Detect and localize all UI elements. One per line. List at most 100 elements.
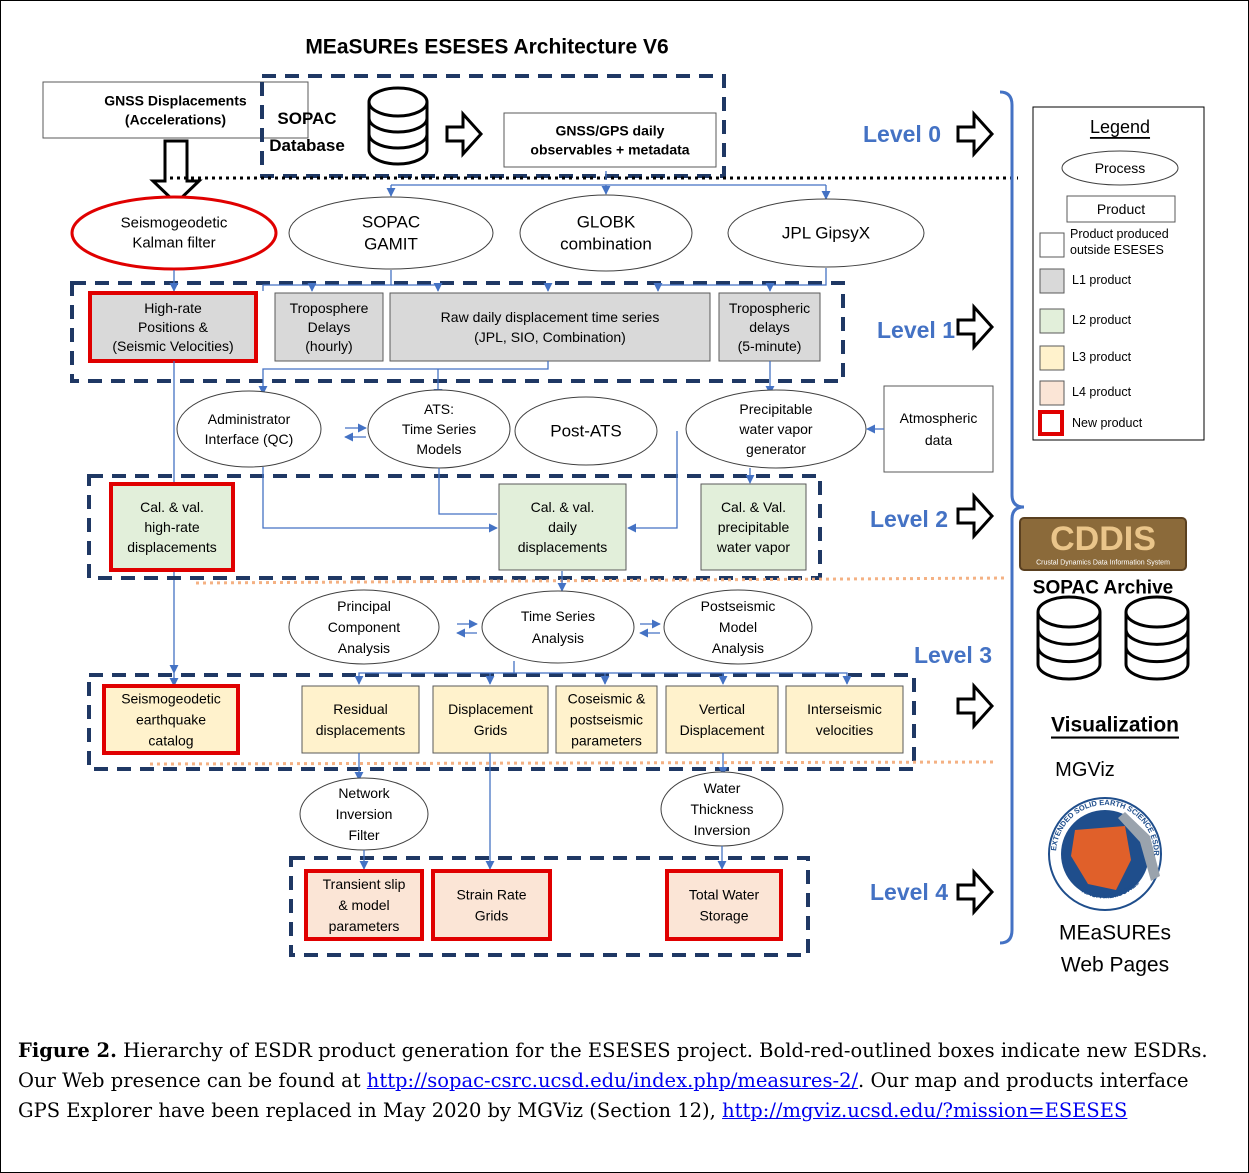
strain-rate-box-text-line-2: Grids — [475, 908, 508, 924]
calval-highrate-box-text-line-3: displacements — [127, 539, 217, 555]
sopac-archive-db-2-band — [1124, 629, 1190, 646]
cddis-logo — [1019, 517, 1187, 571]
legend-l1-swatch — [1039, 268, 1065, 294]
sopac-archive-db-1-top — [1036, 595, 1102, 629]
outputs-bracket — [999, 90, 1025, 945]
legend-outside-label-line-1: Product produced — [1070, 227, 1169, 241]
tsa-to-interseismic-arrow — [514, 672, 852, 685]
sopac-gamit-process-text-line-1: SOPAC — [362, 213, 420, 232]
coseismic-parameters-box-text-line-2: postseismic — [570, 712, 643, 728]
transient-slip-box-text-line-1: Transient slip — [323, 876, 406, 892]
network-inversion-process-text-line-3: Filter — [348, 827, 379, 843]
legend-process-ellipse — [1061, 150, 1179, 186]
eq-catalog-box — [102, 684, 240, 755]
raw-daily-timeseries-box-text-line-2: (JPL, SIO, Combination) — [474, 329, 626, 345]
legend-l3-label: L3 product — [1072, 350, 1132, 364]
level0-internal-arrow — [445, 110, 484, 158]
caption-text-2: . Our map and products interface GPS Exp… — [18, 1069, 1189, 1122]
displacement-grids-box — [432, 685, 549, 754]
pca-process-text-line-1: Principal — [337, 598, 391, 614]
level-3-output-arrow — [956, 682, 995, 730]
globk-process-text-line-2: combination — [560, 235, 652, 254]
gnss-displacements-box-text-line-1: GNSS Displacements — [104, 93, 247, 109]
coseismic-parameters-box-text-line-3: parameters — [571, 733, 642, 749]
interseismic-velocities-box — [785, 685, 904, 754]
level-0-output-arrow — [956, 110, 995, 158]
level-1-label: Level 1 — [877, 317, 955, 343]
admin-to-daily-arrow — [262, 467, 498, 533]
raw-to-admin-arrow — [258, 361, 549, 395]
tsa-to-residual-arrow — [354, 661, 515, 685]
tropospheric-5min-box-text-line-1: Tropospheric — [729, 300, 810, 316]
mgviz-label: MGViz — [1055, 759, 1115, 781]
administrator-interface-process — [176, 390, 322, 468]
sopac-database-label-line-2: Database — [269, 136, 345, 155]
pwv-generator-process-text-line-3: generator — [746, 441, 806, 457]
atmospheric-data-box-text-line-2: data — [925, 432, 952, 448]
pwv-generator-process — [685, 389, 867, 469]
tropospheric-5min-box-text-line-3: (5-minute) — [738, 338, 802, 354]
legend-l4-label: L4 product — [1072, 385, 1132, 399]
measures-web-pages-label-line-2: Web Pages — [1061, 954, 1169, 977]
postseismic-process-text-line-3: Analysis — [712, 640, 764, 656]
sopac-database-icon-band — [367, 117, 429, 134]
level-1-output-arrow — [956, 303, 995, 351]
level-2-output-arrow — [956, 492, 995, 540]
eq-catalog-box-text-line-1: Seismogeodetic — [121, 691, 221, 707]
legend-l1-label: L1 product — [1072, 273, 1132, 287]
calval-pwv-box-text-line-1: Cal. & Val. — [721, 499, 786, 515]
legend-l2-label: L2 product — [1072, 313, 1132, 327]
level-4-output-arrow — [956, 868, 995, 916]
administrator-interface-process-text-line-2: Interface (QC) — [205, 431, 294, 447]
water-thickness-process-text-line-3: Inversion — [694, 822, 751, 838]
legend-new-label: New product — [1072, 416, 1143, 430]
calval-daily-box-text-line-2: daily — [548, 519, 577, 535]
legend-product-box — [1066, 195, 1176, 223]
ats-models-process-text-line-2: Time Series — [402, 421, 476, 437]
measures-seal-satellite — [1118, 812, 1160, 881]
globk-process — [519, 194, 693, 272]
strain-rate-box-text-line-1: Strain Rate — [456, 887, 526, 903]
sopac-archive-db-2-top — [1124, 595, 1190, 629]
pwv-generator-process-text-line-1: Precipitable — [739, 401, 812, 417]
water-thickness-process-text-line-1: Water — [704, 780, 741, 796]
level0-group — [260, 74, 726, 178]
calval-highrate-box-text-line-2: high-rate — [144, 519, 199, 535]
legend-title: Legend — [1090, 117, 1150, 137]
calval-highrate-box — [109, 482, 235, 572]
transient-slip-box-text-line-3: parameters — [329, 918, 400, 934]
sopac-database-label-line-1: SOPAC — [277, 109, 336, 128]
caption-link-mgviz[interactable]: http://mgviz.ucsd.edu/?mission=ESESES — [722, 1099, 1128, 1122]
measures-web-pages-label-line-1: MEaSUREs — [1059, 922, 1171, 945]
legend-l3-swatch — [1039, 345, 1065, 371]
highrate-positions-box — [88, 291, 258, 363]
tsa-process-text-line-1: Time Series — [521, 608, 595, 624]
kalman-filter-process-text-line-1: Seismogeodetic — [121, 215, 228, 232]
post-ats-process — [514, 396, 658, 466]
sopac-database-icon-top — [367, 86, 429, 118]
calval-daily-box-text-line-1: Cal. & val. — [531, 499, 595, 515]
sopac-database-icon-band — [367, 133, 429, 150]
coseismic-parameters-box-text-line-1: Coseismic & — [568, 691, 646, 707]
tropospheric-5min-box — [718, 292, 821, 362]
troposphere-hourly-box-text-line-1: Troposphere — [290, 300, 369, 316]
caption-link-measures[interactable]: http://sopac-csrc.ucsd.edu/index.php/mea… — [366, 1069, 859, 1092]
highrate-positions-box-text-line-2: Positions & — [138, 319, 209, 335]
gnss-down-arrow — [149, 139, 203, 206]
pca-process-text-line-3: Analysis — [338, 640, 390, 656]
troposphere-hourly-box-text-line-3: (hourly) — [305, 338, 352, 354]
total-water-storage-box-text-line-2: Storage — [699, 908, 748, 924]
raw-daily-timeseries-box — [389, 292, 711, 362]
gnss-displacements-box-text-line-2: (Accelerations) — [125, 112, 226, 128]
tsa-process — [481, 590, 635, 664]
residual-displacements-box-text-line-1: Residual — [333, 701, 387, 717]
transient-slip-box-text-line-2: & model — [338, 897, 389, 913]
strain-rate-box — [431, 869, 552, 941]
pwv-generator-process-text-line-2: water vapor — [738, 421, 812, 437]
sopac-archive-label: SOPAC Archive — [1033, 578, 1173, 599]
cddis-logo-subtext: Crustal Dynamics Data Information System — [1036, 560, 1170, 567]
interseismic-velocities-box-text-line-2: velocities — [816, 722, 874, 738]
postats-to-daily-arrow — [627, 431, 678, 533]
legend-l4-swatch — [1039, 380, 1065, 406]
